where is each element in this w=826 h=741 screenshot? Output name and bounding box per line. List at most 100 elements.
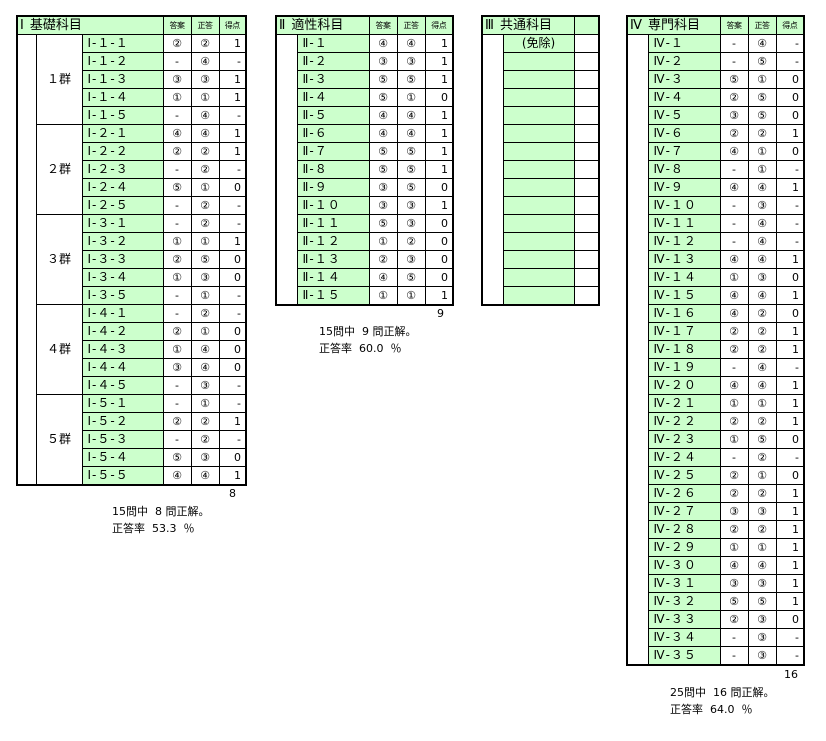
question-number: Ⅱ-１５ xyxy=(296,286,370,306)
score-cell: - xyxy=(218,376,247,395)
question-number: Ⅳ-２７ xyxy=(647,502,721,521)
correct-answer-cell: ⑤ xyxy=(747,106,777,125)
correct-answer-cell: ③ xyxy=(747,268,777,287)
score-cell: - xyxy=(218,106,247,125)
blank-question-cell xyxy=(502,214,575,233)
answer-cell: - xyxy=(719,448,749,467)
column-header-answer: 答案 xyxy=(368,15,398,35)
blank-cell xyxy=(573,178,600,197)
answer-cell: ② xyxy=(162,412,192,431)
score-cell: 1 xyxy=(775,592,805,611)
table-row: Ⅳ-１２-④- xyxy=(627,232,805,251)
correct-answer-cell: ⑤ xyxy=(747,592,777,611)
question-number: Ⅱ-５ xyxy=(296,106,370,125)
score-cell: 1 xyxy=(775,556,805,575)
correct-answer-cell: ④ xyxy=(747,232,777,251)
blank-question-cell xyxy=(502,196,575,215)
answer-cell: ① xyxy=(162,340,192,359)
correct-answer-cell: ③ xyxy=(396,196,426,215)
answer-cell: ④ xyxy=(719,250,749,269)
blank-question-cell xyxy=(502,286,575,306)
answer-cell: ② xyxy=(719,610,749,629)
answer-cell: - xyxy=(162,106,192,125)
score-cell: - xyxy=(775,160,805,179)
correct-answer-cell: ① xyxy=(190,178,220,197)
blank-question-cell xyxy=(502,178,575,197)
correct-answer-cell: ③ xyxy=(747,646,777,666)
score-cell: - xyxy=(218,394,247,413)
score-cell: 1 xyxy=(218,232,247,251)
blank-question-cell xyxy=(502,70,575,89)
basic-summary-line1: 15問中 8 問正解。 xyxy=(112,505,210,518)
correct-answer-cell: ⑤ xyxy=(747,430,777,449)
blank-question-cell xyxy=(502,88,575,107)
score-cell: - xyxy=(218,286,247,305)
answer-cell: ⑤ xyxy=(368,88,398,107)
table-row xyxy=(482,160,600,179)
score-cell: 0 xyxy=(775,106,805,125)
correct-answer-cell: ② xyxy=(190,304,220,323)
basic-total: 8 xyxy=(229,487,236,500)
correct-answer-cell: ③ xyxy=(747,610,777,629)
score-cell: 0 xyxy=(218,340,247,359)
question-number: Ⅰ-４-５ xyxy=(81,376,164,395)
answer-cell: - xyxy=(162,196,192,215)
correct-answer-cell: ① xyxy=(396,88,426,107)
score-cell: - xyxy=(775,214,805,233)
correct-answer-cell: ① xyxy=(396,286,426,306)
correct-answer-cell: ② xyxy=(190,430,220,449)
correct-answer-cell: ③ xyxy=(747,574,777,593)
answer-cell: - xyxy=(719,196,749,215)
answer-cell: - xyxy=(719,214,749,233)
correct-answer-cell: ③ xyxy=(190,268,220,287)
answer-cell: ④ xyxy=(162,466,192,486)
question-number: Ⅰ-２-３ xyxy=(81,160,164,179)
score-cell: 1 xyxy=(775,322,805,341)
answer-cell: ② xyxy=(719,88,749,107)
answer-cell: ① xyxy=(719,268,749,287)
question-number: Ⅳ-２０ xyxy=(647,376,721,395)
answer-cell: ① xyxy=(719,538,749,557)
blank-cell xyxy=(573,268,600,287)
specialized-total: 16 xyxy=(784,668,798,681)
question-number: Ⅳ-２２ xyxy=(647,412,721,431)
score-cell: 1 xyxy=(424,70,454,89)
blank-cell xyxy=(573,34,600,53)
question-number: Ⅱ-１３ xyxy=(296,250,370,269)
score-cell: 0 xyxy=(424,250,454,269)
question-number: Ⅰ-５-４ xyxy=(81,448,164,467)
answer-cell: - xyxy=(719,646,749,666)
score-cell: - xyxy=(218,160,247,179)
score-cell: 1 xyxy=(424,124,454,143)
score-cell: 1 xyxy=(218,70,247,89)
blank-cell xyxy=(573,106,600,125)
exemption-note: (免除) xyxy=(502,34,575,53)
column-header-score: 得点 xyxy=(424,15,454,35)
score-cell: 0 xyxy=(424,232,454,251)
score-cell: 0 xyxy=(424,268,454,287)
answer-cell: ⑤ xyxy=(719,592,749,611)
question-number: Ⅳ-８ xyxy=(647,160,721,179)
question-number: Ⅳ-１ xyxy=(647,34,721,53)
question-number: Ⅱ-８ xyxy=(296,160,370,179)
blank-question-cell xyxy=(502,124,575,143)
question-number: Ⅳ-２３ xyxy=(647,430,721,449)
question-number: Ⅳ-２ xyxy=(647,52,721,71)
score-cell: 0 xyxy=(775,268,805,287)
aptitude-summary-line1: 15問中 9 問正解。 xyxy=(319,325,417,338)
